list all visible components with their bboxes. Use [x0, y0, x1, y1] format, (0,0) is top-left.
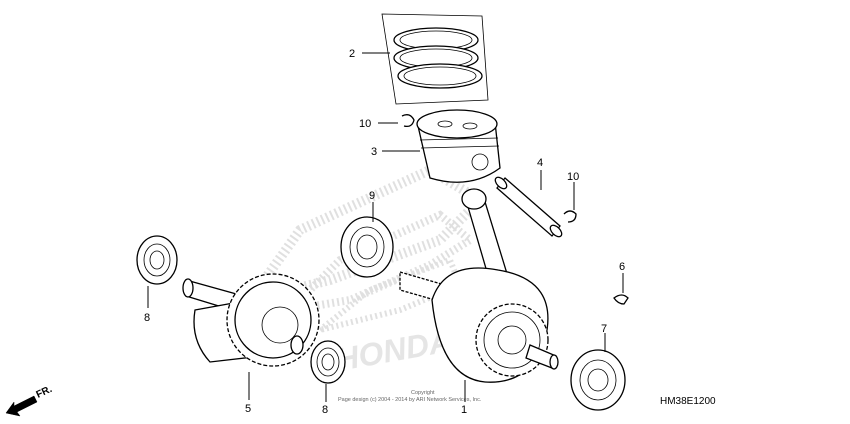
callout-5: 5: [245, 403, 251, 415]
bearing-8-left[interactable]: [136, 235, 178, 285]
copyright-line-1: Copyright: [411, 390, 435, 396]
callout-2: 2: [349, 48, 355, 60]
crankshaft-left[interactable]: [182, 273, 320, 367]
bearing-8-center[interactable]: [310, 340, 346, 384]
callout-8-left: 8: [144, 312, 150, 324]
piston-ring-set[interactable]: [381, 13, 489, 105]
crankshaft-connecting-rod-assembly[interactable]: [399, 188, 559, 383]
piston-pin[interactable]: [493, 175, 564, 239]
piston-pin-clip-lower[interactable]: [563, 210, 577, 223]
callout-9: 9: [369, 190, 375, 202]
callout-1: 1: [461, 404, 467, 416]
front-arrow-icon: [5, 395, 38, 417]
piston-pin-clip-upper[interactable]: [401, 114, 415, 128]
callout-7: 7: [601, 323, 607, 335]
honda-watermark-text: HONDA: [333, 322, 455, 378]
diagram-code: HM38E1200: [660, 396, 716, 407]
piston[interactable]: [416, 109, 501, 183]
leader-lines: [147, 52, 624, 402]
woodruff-key[interactable]: [613, 294, 629, 305]
callout-10-upper: 10: [359, 118, 371, 130]
front-label: FR.: [35, 384, 54, 401]
callout-10-lower: 10: [567, 171, 579, 183]
bearing-7[interactable]: [570, 349, 626, 411]
callout-4: 4: [537, 157, 543, 169]
bearing-9[interactable]: [340, 216, 394, 278]
callout-8-center: 8: [322, 404, 328, 416]
copyright-line-2: Page design (c) 2004 - 2014 by ARI Netwo…: [338, 397, 482, 403]
front-direction-indicator: FR.: [5, 384, 54, 417]
callout-6: 6: [619, 261, 625, 273]
callout-3: 3: [371, 146, 377, 158]
